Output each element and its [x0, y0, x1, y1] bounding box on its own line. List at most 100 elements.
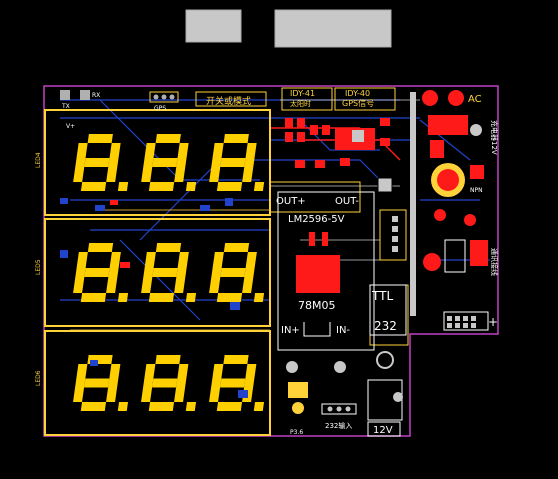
ttl-232-jumper [369, 284, 407, 336]
header-pins-right [392, 216, 398, 252]
led4-digit-3-segment-1 [223, 134, 249, 143]
gps-signal-label: GPS信号 [342, 98, 374, 108]
led5-digit-2-segment-1 [155, 243, 182, 252]
tx-label: TX [61, 103, 70, 110]
led4-digit-3-dot [253, 182, 265, 191]
led5-digit-3-segment-5 [209, 272, 221, 293]
led6-digit-1-segment-5 [73, 383, 85, 402]
led5-digit-3-segment-6 [211, 252, 224, 273]
sat-time-label: 太阳时 [290, 99, 311, 108]
led6-digit-3-segment-1 [223, 355, 249, 364]
led4-digit-2-segment-3 [174, 162, 186, 182]
led4-digit-2-segment-5 [141, 162, 153, 182]
led6-digit-1-dot [117, 402, 129, 411]
led5-digit-1-segment-4 [80, 293, 107, 302]
led4-digit-1-segment-2 [108, 143, 121, 163]
led6-digit-1-segment-6 [75, 364, 88, 383]
led4-digit-3-segment-5 [209, 162, 221, 182]
power-section [422, 90, 489, 331]
led4-digit-2-segment-1 [155, 134, 181, 143]
led5-digit-1-segment-3 [106, 272, 118, 293]
led5-digit-2-segment-7 [152, 268, 178, 277]
led4-digit-1-segment-3 [106, 162, 118, 182]
led4-label: LED4 [35, 152, 42, 168]
terminal-pads [447, 316, 476, 328]
supply-box [367, 421, 401, 437]
led5-digit-3-dot [253, 293, 265, 302]
led5-digit-1-segment-5 [73, 272, 85, 293]
led6-digit-2-segment-1 [155, 355, 181, 364]
led4-digit-1-segment-4 [80, 182, 107, 191]
display-frames [44, 109, 271, 436]
led6-digit-2-dot [185, 402, 197, 411]
led5-digit-2-segment-2 [176, 252, 189, 273]
gps-led [352, 130, 364, 142]
digit-layer [73, 134, 265, 411]
regulator-ic [296, 255, 340, 293]
led5-digit-1-segment-1 [87, 243, 114, 252]
led5-digit-2-segment-4 [148, 293, 175, 302]
plus-label: + [488, 315, 498, 329]
led4-digit-1-segment-6 [75, 143, 88, 163]
led5-label: LED5 [35, 259, 42, 275]
led5-digit-3-segment-4 [216, 293, 243, 302]
led6-digit-3-segment-5 [209, 383, 221, 402]
ac-label: AC [468, 94, 482, 105]
in-plus-label: IN+ [281, 325, 300, 336]
led6-digit-1-segment-3 [106, 383, 118, 402]
led6-digit-3-segment-2 [244, 364, 257, 383]
led4-digit-2-segment-4 [148, 182, 175, 191]
led5-digit-1-segment-7 [84, 268, 110, 277]
led6-digit-1-segment-2 [108, 364, 121, 383]
led5-digit-2-segment-6 [143, 252, 156, 273]
gps-label: GPS [154, 105, 166, 112]
bottom-parts [286, 351, 403, 421]
led5-digit-3-segment-3 [242, 272, 254, 293]
idy40-label: IDY-40 [345, 89, 370, 98]
status-led [377, 177, 393, 193]
regulator-pins [309, 232, 328, 246]
led6-digit-3-segment-4 [216, 402, 243, 411]
led4-digit-2-dot [185, 182, 197, 191]
divider-bar [410, 92, 416, 316]
top-connector-left [185, 9, 242, 43]
in-connector [303, 322, 331, 337]
led6-digit-2-segment-4 [148, 402, 175, 411]
led4-digit-1-segment-1 [87, 134, 113, 143]
in-minus-label: IN- [336, 325, 350, 336]
comms-label: 通讯接线 [490, 248, 499, 276]
ttl-label: TTL [371, 289, 393, 303]
led6-digit-3-dot [253, 402, 265, 411]
switch-mode-label: 开关或模式 [206, 95, 251, 107]
led4-digit-1-segment-5 [73, 162, 85, 182]
led4-digit-3-segment-4 [216, 182, 243, 191]
led6-label: LED6 [35, 370, 42, 386]
led5-digit-3-segment-2 [244, 252, 257, 273]
charge-label: 充电器12V [490, 120, 499, 155]
v-plus-label: V+ [66, 123, 75, 130]
led5-digit-1-dot [117, 293, 129, 302]
rs232-label: 232 [374, 319, 397, 333]
red-pads [110, 200, 130, 268]
led5-digit-3-segment-7 [220, 268, 246, 277]
led6-digit-2-segment-5 [141, 383, 153, 402]
led5-digit-2-segment-3 [174, 272, 186, 293]
linear-regulator-label: 78M05 [298, 299, 336, 312]
idy41-label: IDY-41 [290, 89, 315, 98]
out-plus-label: OUT+ [276, 196, 306, 207]
led4-digit-3-segment-2 [244, 143, 257, 163]
lm2596-module [277, 191, 375, 351]
display-smd-pads [60, 198, 248, 398]
regulator-label: LM2596-5V [288, 214, 345, 225]
led6-digit-1-segment-7 [84, 378, 110, 388]
led4-digit-2-segment-2 [176, 143, 189, 163]
led4-digit-1-segment-7 [84, 158, 110, 167]
led4-digit-1-dot [117, 182, 129, 191]
rx-label: RX [92, 92, 100, 99]
led6-digit-2-segment-6 [143, 364, 156, 383]
led5-digit-2-dot [185, 293, 197, 302]
led5-digit-1-segment-2 [108, 252, 121, 273]
led6-digit-2-segment-7 [152, 378, 178, 388]
input-232-label: 232输入 [325, 421, 352, 430]
led6-digit-3-segment-7 [220, 378, 246, 388]
